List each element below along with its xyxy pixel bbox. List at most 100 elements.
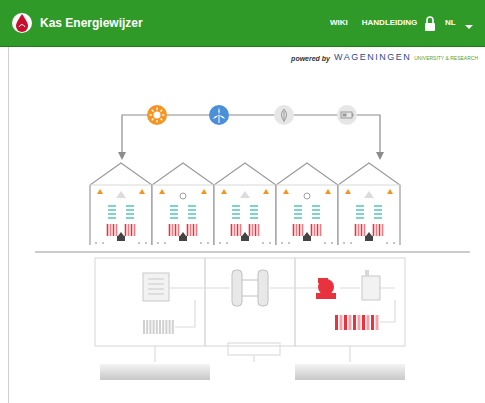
heating-pipe	[293, 224, 295, 236]
floor-dot	[207, 242, 209, 244]
pump	[318, 279, 334, 295]
floor-dot	[200, 242, 202, 244]
heating-pipe	[196, 224, 198, 236]
heating-pipe	[125, 224, 127, 236]
radiator-fin	[153, 320, 155, 334]
greenhouse-eave	[276, 185, 338, 186]
source-circle	[274, 105, 294, 125]
pump-base	[316, 293, 336, 299]
plant	[126, 213, 134, 215]
turbine-mast	[219, 115, 220, 123]
floor-dot	[145, 242, 147, 244]
system-outline	[295, 258, 405, 346]
nav-link: WIKI	[330, 19, 348, 27]
heating-pipe	[320, 224, 322, 236]
sun-ray	[150, 114, 153, 115]
radiator-fin	[362, 315, 365, 330]
header-bar	[0, 0, 485, 46]
plant	[108, 217, 116, 219]
radiator-fin	[340, 315, 343, 330]
greenhouse-eave	[152, 185, 214, 186]
floor-dot	[219, 242, 221, 244]
arrowhead	[376, 152, 384, 160]
lamp	[387, 189, 393, 194]
lamp	[159, 189, 165, 194]
vent-line	[148, 279, 164, 280]
floor-dot	[386, 242, 388, 244]
greenhouse	[90, 163, 152, 245]
greenhouse	[338, 163, 400, 245]
heating-pipe	[187, 224, 189, 236]
turbine-blade	[219, 114, 226, 119]
radiator-fin	[371, 315, 374, 330]
radiator-fin	[358, 315, 361, 330]
radiator-fin	[143, 320, 145, 334]
sun-ray	[161, 119, 163, 121]
plant	[312, 205, 320, 207]
plant	[188, 205, 196, 207]
brand-subtitle: UNIVERSITY & RESEARCH	[414, 56, 478, 61]
plant	[374, 213, 382, 215]
plant	[294, 209, 302, 211]
nav-link: HANDLEIDING	[362, 19, 418, 27]
language-selector: NL	[445, 19, 456, 27]
floor-dot	[164, 242, 166, 244]
floor-dot	[288, 242, 290, 244]
turbine-blade	[218, 108, 220, 116]
plant	[108, 213, 116, 215]
floor-dot	[393, 242, 395, 244]
heating-pipe	[234, 224, 236, 236]
greenhouse-eave	[90, 185, 152, 186]
sun-ray	[156, 108, 157, 111]
plant	[126, 209, 134, 211]
logo-leaf	[19, 25, 25, 28]
page-border	[8, 47, 9, 403]
heating-pipe	[382, 224, 384, 236]
plant	[232, 205, 240, 207]
heater-top	[304, 232, 310, 236]
plant	[294, 217, 302, 219]
heating-pipe	[311, 224, 313, 236]
heater	[365, 236, 373, 241]
app-title: Kas Energiewijzer	[40, 17, 143, 29]
heater-top	[118, 232, 124, 236]
floor-dot	[331, 242, 333, 244]
screen	[364, 191, 374, 198]
plant	[170, 209, 178, 211]
heating-pipe	[169, 224, 171, 236]
greenhouse	[276, 163, 338, 245]
radiator-fin	[376, 315, 379, 330]
plant	[312, 209, 320, 211]
plant	[356, 205, 364, 207]
lamp	[97, 189, 103, 194]
floor-dot	[95, 242, 97, 244]
sun-ray	[152, 110, 154, 112]
radiator-fin	[172, 320, 174, 334]
heating-pipe	[258, 224, 260, 236]
heating-pipe	[355, 224, 357, 236]
plant	[250, 217, 258, 219]
logo-circle	[12, 13, 32, 33]
sun-core	[154, 112, 161, 119]
heating-pipe	[317, 224, 319, 236]
heating-pipe	[237, 224, 239, 236]
radiator-fin	[344, 315, 347, 330]
heating-pipe	[240, 224, 242, 236]
heating-pipe	[131, 224, 133, 236]
plant	[232, 209, 240, 211]
floor-dot	[281, 242, 283, 244]
lamp	[139, 189, 145, 194]
heating-pipe	[107, 224, 109, 236]
heating-pipe	[314, 224, 316, 236]
system-outline	[205, 258, 295, 346]
plant	[312, 213, 320, 215]
heating-pipe	[252, 224, 254, 236]
leaf-shape	[282, 109, 287, 122]
plant	[126, 205, 134, 207]
plant	[232, 213, 240, 215]
screen	[240, 191, 250, 198]
boiler-chimney	[365, 270, 369, 276]
plant	[312, 217, 320, 219]
